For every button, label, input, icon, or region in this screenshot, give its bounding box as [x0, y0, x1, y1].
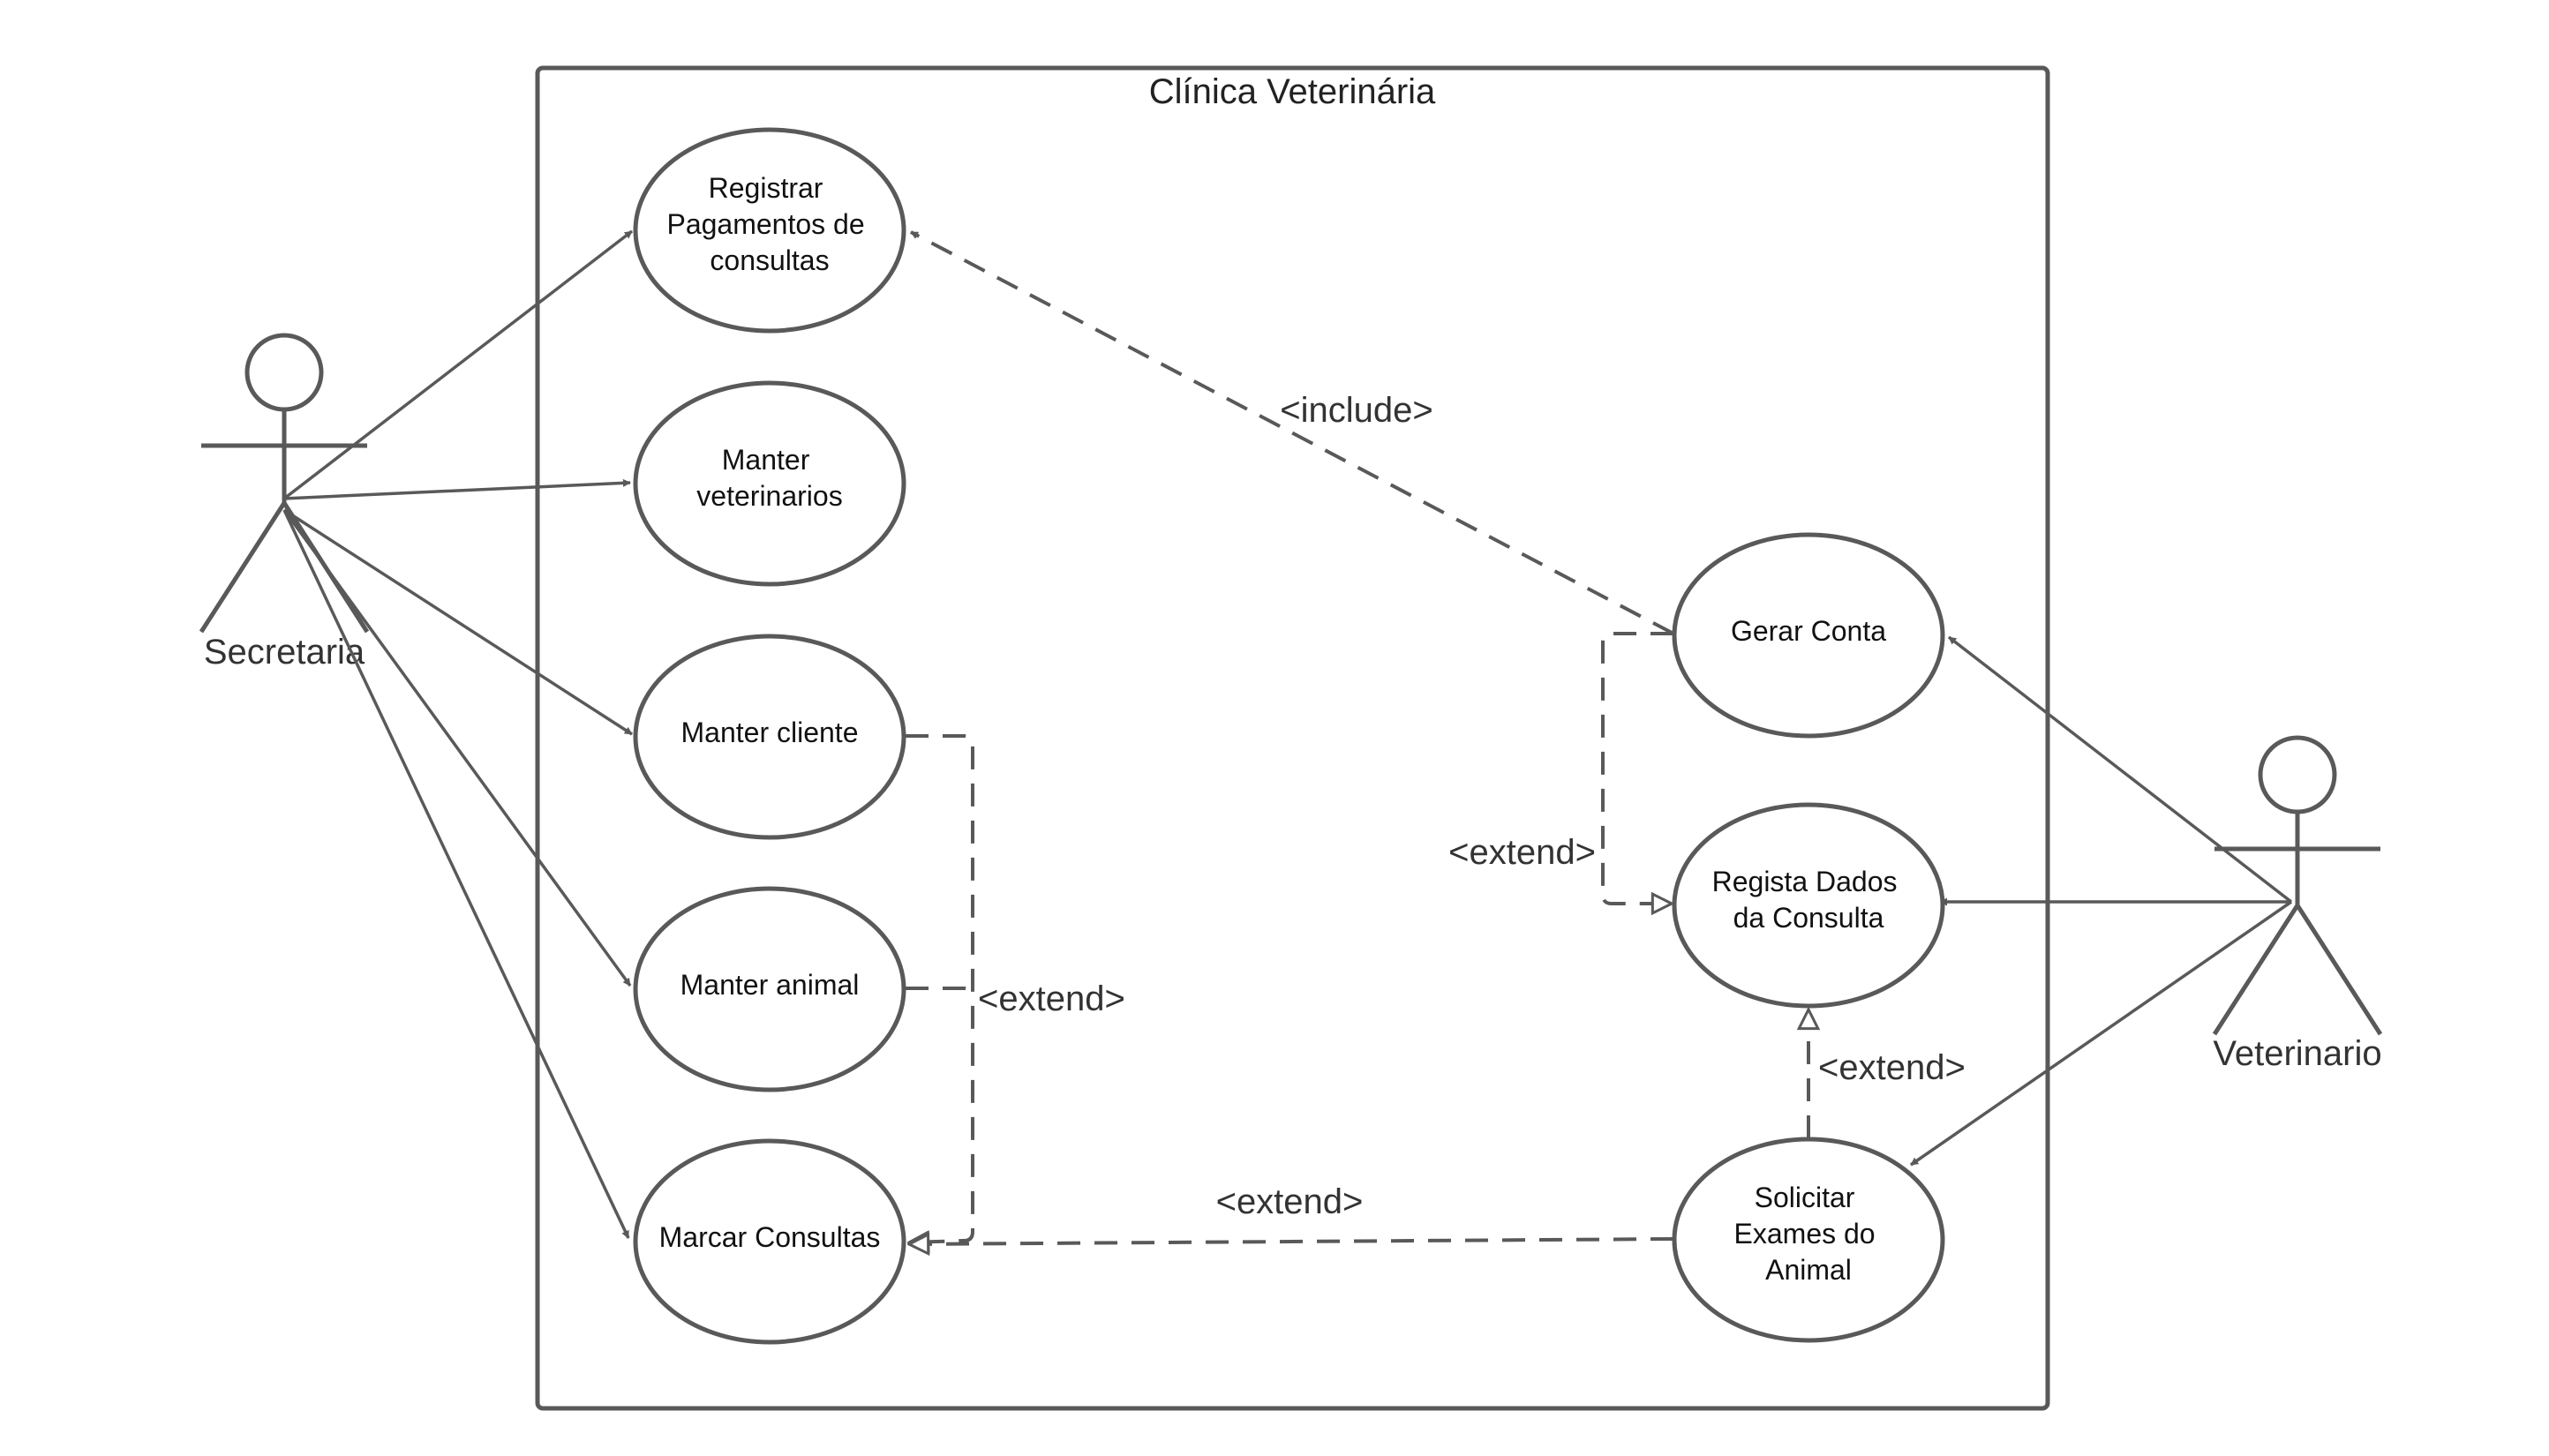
use-case-gerar-conta[interactable]: Gerar Conta	[1672, 532, 1945, 739]
use-case-manter-veterinarios-label: Manter veterinarios	[696, 444, 842, 512]
extend-left-label: <extend>	[978, 979, 1125, 1018]
use-case-manter-veterinarios[interactable]: Manter veterinarios	[633, 380, 906, 587]
use-case-manter-cliente-shape	[633, 634, 906, 840]
actor-secretaria-label: Secretaria	[204, 633, 365, 672]
use-case-manter-animal-label: Manter animal	[680, 969, 860, 1001]
assoc-veterinario-gerar	[1947, 635, 2293, 904]
include-gerar-registrar	[910, 230, 1674, 635]
system-boundary	[535, 65, 2050, 1411]
use-case-manter-veterinarios-shape	[633, 380, 906, 587]
use-case-registra-dados-label: Regista Dados da Consulta	[1712, 866, 1906, 934]
use-case-manter-animal-shape	[633, 886, 906, 1092]
use-case-registra-dados-shape	[1672, 802, 1945, 1009]
use-case-marcar-consultas-label: Marcar Consultas	[659, 1221, 881, 1253]
actor-veterinario-leg-right	[2295, 904, 2383, 1036]
assoc-secretaria-cliente	[283, 508, 633, 736]
actor-secretaria-leg-left	[199, 501, 287, 634]
extend-gerar-label: <extend>	[1448, 833, 1596, 872]
extend-animal-marcar	[906, 987, 974, 998]
extend-solicitar-label: <extend>	[1818, 1048, 1966, 1087]
include-label: <include>	[1280, 391, 1432, 430]
assoc-secretaria-veterinarios	[283, 478, 631, 500]
extend-cliente-marcar	[906, 734, 974, 1242]
extend-solicitar-marcar	[909, 1239, 1674, 1244]
actor-veterinario-head	[2258, 735, 2337, 814]
system-title: Clínica Veterinária	[1149, 72, 1436, 111]
use-case-manter-cliente-label: Manter cliente	[681, 717, 859, 748]
use-case-solicitar-exames-shape	[1672, 1137, 1945, 1343]
actor-veterinario[interactable]: Veterinario	[2212, 735, 2383, 1073]
use-case-manter-animal[interactable]: Manter animal	[633, 886, 906, 1092]
extend-gerar-registra	[1601, 632, 1673, 904]
use-case-marcar-consultas-shape	[633, 1138, 906, 1345]
use-case-gerar-conta-shape	[1672, 532, 1945, 739]
use-case-marcar-consultas[interactable]: Marcar Consultas	[633, 1138, 906, 1345]
assoc-secretaria-marcar	[282, 509, 630, 1239]
use-case-solicitar-exames[interactable]: Solicitar Exames do Animal	[1672, 1137, 1945, 1343]
actor-secretaria[interactable]: Secretaria	[199, 333, 370, 672]
use-case-solicitar-exames-label: Solicitar Exames do Animal	[1734, 1182, 1884, 1286]
use-case-registra-dados[interactable]: Regista Dados da Consulta	[1672, 802, 1945, 1009]
assoc-veterinario-solicitar	[1910, 900, 2292, 1167]
use-case-gerar-conta-label: Gerar Conta	[1731, 615, 1886, 647]
actor-secretaria-head	[244, 333, 324, 412]
actor-veterinario-label: Veterinario	[2213, 1034, 2381, 1073]
use-case-registrar-pagamentos-label: Registrar Pagamentos de consultas	[666, 172, 872, 276]
use-case-registrar-pagamentos[interactable]: Registrar Pagamentos de consultas	[633, 127, 906, 334]
assoc-secretaria-animal	[282, 508, 632, 987]
actor-veterinario-leg-left	[2212, 904, 2300, 1036]
use-case-registrar-pagamentos-shape	[633, 127, 906, 334]
assoc-secretaria-registrar	[282, 229, 634, 500]
extend-bottom-label: <extend>	[1216, 1182, 1364, 1221]
use-case-manter-cliente[interactable]: Manter cliente	[633, 634, 906, 840]
